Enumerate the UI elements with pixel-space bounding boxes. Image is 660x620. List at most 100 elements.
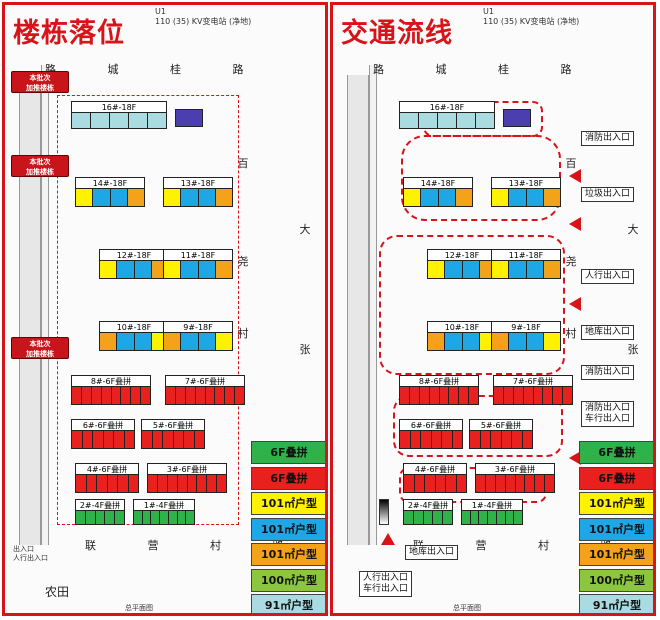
panel-title: 楼栋落位 — [13, 18, 125, 49]
unit-cell — [81, 387, 92, 404]
building-label: 16#-18F — [72, 102, 166, 113]
unit-cell — [525, 475, 536, 492]
unit-cell — [142, 511, 152, 524]
legend-item: 91㎡户型 — [251, 594, 325, 613]
unit-cell — [148, 475, 158, 492]
building-b12: 12#-18F — [427, 249, 497, 279]
unit-cell — [167, 475, 178, 492]
unit-cell — [131, 387, 142, 404]
unit-cell — [72, 431, 83, 448]
road-east2-char-2: 张 — [299, 343, 311, 356]
road-east-char-3: 村 — [565, 327, 577, 340]
unit-cell — [91, 113, 110, 128]
building-b6: 6#-6F叠拼 — [71, 419, 135, 449]
unit-cell — [198, 333, 216, 350]
building-b13: 13#-18F — [491, 177, 561, 207]
unit-cell — [469, 387, 478, 404]
building-label: 11#-18F — [492, 250, 560, 261]
unit-cell — [95, 511, 106, 524]
building-label: 3#-6F叠拼 — [476, 464, 554, 475]
unit-cell — [496, 511, 506, 524]
unit-cell — [522, 431, 532, 448]
unit-cell — [72, 113, 91, 128]
unit-row — [400, 387, 478, 404]
callout-garage-exit-1: 地库出入口 — [581, 325, 635, 340]
building-b13: 13#-18F — [163, 177, 233, 207]
building-b8: 8#-6F叠拼 — [71, 375, 151, 405]
unit-cell — [91, 387, 102, 404]
building-b2: 2#-4F叠拼 — [75, 499, 125, 525]
unit-cell — [215, 333, 232, 350]
top-note: U1 110 (35) KV变电站 (净地) — [483, 7, 579, 27]
unit-cell — [470, 511, 480, 524]
unit-row — [470, 431, 532, 448]
road-east-char-1: 百 — [565, 157, 577, 170]
unit-cell — [513, 387, 524, 404]
top-note-line-1: U1 — [155, 7, 166, 16]
unit-cell — [443, 511, 452, 524]
building-b11: 11#-18F — [163, 249, 233, 279]
legend-item: 6F叠拼 — [251, 441, 325, 464]
building-b6: 6#-6F叠拼 — [399, 419, 463, 449]
building-label: 1#-4F叠拼 — [462, 500, 522, 511]
building-b10: 10#-18F — [99, 321, 169, 351]
unit-cell — [173, 431, 184, 448]
unit-cell — [505, 475, 516, 492]
unit-cell — [215, 189, 232, 206]
callout-pedestrian-vehicle-exit: 人行出入口 车行出入口 — [359, 571, 413, 597]
unit-row — [476, 475, 554, 492]
unit-cell — [423, 511, 434, 524]
unit-cell — [404, 511, 414, 524]
arrow-icon — [569, 297, 581, 311]
batch-tag-1-l2: 加推楼栋 — [26, 84, 54, 92]
arrow-up-icon — [381, 533, 395, 545]
building-label: 6#-6F叠拼 — [72, 420, 134, 431]
unit-row — [142, 431, 204, 448]
unit-cell — [110, 113, 129, 128]
road-south: 联 营 村 路 — [85, 539, 308, 552]
unit-cell — [435, 475, 446, 492]
unit-cell — [198, 189, 216, 206]
unit-cell — [151, 511, 161, 524]
unit-cell — [428, 261, 446, 278]
unit-row — [400, 431, 462, 448]
building-b16: 16#-18F — [399, 101, 495, 129]
building-label: 13#-18F — [492, 178, 560, 189]
unit-cell — [526, 189, 544, 206]
unit-cell — [111, 387, 122, 404]
unit-cell — [129, 113, 148, 128]
unit-cell — [495, 475, 506, 492]
unit-cell — [166, 387, 176, 404]
unit-cell — [400, 113, 419, 128]
building-b3: 3#-6F叠拼 — [147, 463, 227, 493]
unit-cell — [462, 333, 480, 350]
legend-item: 101㎡户型 — [251, 543, 325, 566]
top-note-line-2: 110 (35) KV变电站 (净地) — [155, 17, 252, 26]
unit-cell — [215, 387, 226, 404]
unit-row — [72, 387, 150, 404]
unit-cell — [85, 511, 96, 524]
callout-fire-exit-2: 消防出入口 — [581, 365, 635, 380]
unit-row — [76, 475, 138, 492]
unit-cell — [225, 387, 236, 404]
unit-cell — [514, 511, 523, 524]
callout-fire-exit-1: 消防出入口 — [581, 131, 635, 146]
unit-cell — [442, 431, 453, 448]
building-b3: 3#-6F叠拼 — [475, 463, 555, 493]
unit-cell — [428, 333, 446, 350]
west-lane — [347, 75, 369, 545]
unit-cell — [543, 387, 554, 404]
unit-cell — [76, 189, 94, 206]
unit-row — [134, 511, 195, 524]
unit-cell — [164, 189, 182, 206]
callout-garbage-exit: 垃圾出入口 — [581, 187, 635, 202]
unit-cell — [421, 189, 439, 206]
panel-building-layout: 楼栋落位 U1 110 (35) KV变电站 (净地) 路 城 桂 路 联 营 … — [2, 2, 328, 616]
unit-row — [494, 387, 572, 404]
unit-row — [72, 431, 134, 448]
unit-cell — [185, 387, 196, 404]
unit-cell — [456, 475, 466, 492]
legend-item: 100㎡户型 — [251, 568, 325, 592]
unit-cell — [505, 511, 515, 524]
unit-cell — [175, 387, 186, 404]
